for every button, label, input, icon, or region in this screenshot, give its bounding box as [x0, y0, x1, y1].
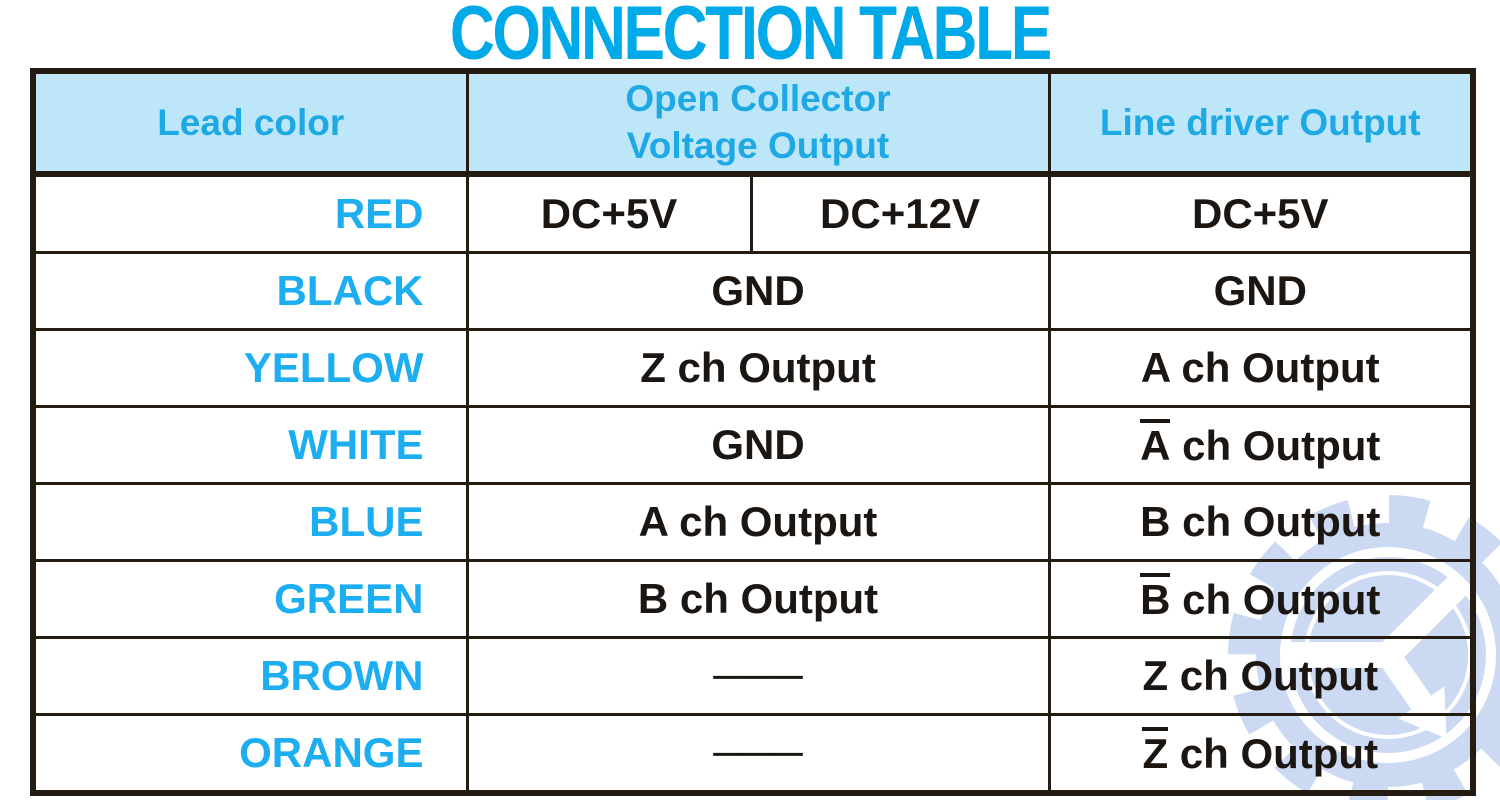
connection-table: Lead color Open Collector Voltage Output…	[30, 68, 1477, 796]
header-open-collector-line1: Open Collector	[625, 78, 891, 119]
header-lead-color-label: Lead color	[157, 101, 345, 143]
cell-yellow-oc: Z ch Output	[465, 327, 1051, 408]
page-title: CONNECTION TABLE	[450, 0, 1052, 76]
cell-green-lead: GREEN	[31, 558, 469, 639]
cell-text: GND	[711, 420, 805, 468]
cell-text: ch Output	[1170, 422, 1381, 470]
cell-black-lead: BLACK	[31, 250, 469, 331]
cell-brown-line-driver: Z ch Output	[1047, 635, 1475, 716]
cell-orange-oc: ───	[465, 712, 1051, 795]
cell-text: Z ch Output	[1142, 651, 1379, 699]
header-row: Lead color Open Collector Voltage Output…	[31, 69, 1475, 177]
cell-text: Z ch Output	[640, 343, 876, 391]
cell-text: ch Output	[1168, 730, 1379, 778]
cell-red-line-driver: DC+5V	[1047, 172, 1475, 254]
cell-white-lead: WHITE	[31, 404, 469, 485]
cell-black-line-driver: GND	[1047, 250, 1475, 331]
cell-black-oc: GND	[465, 250, 1051, 331]
cell-brown-lead: BROWN	[31, 635, 469, 716]
row-yellow: YELLOW Z ch Output A ch Output	[31, 327, 1475, 408]
cell-red-lead: RED	[31, 172, 469, 254]
cell-orange-lead: ORANGE	[31, 712, 469, 795]
cell-text: ch Output	[1170, 576, 1381, 624]
cell-green-line-driver: B ch Output	[1047, 558, 1475, 639]
header-line-driver-label: Line driver Output	[1099, 101, 1421, 143]
cell-red-oc-5v: DC+5V	[465, 172, 753, 254]
cell-text: GND	[711, 266, 805, 314]
cell-text: A ch Output	[1140, 343, 1380, 391]
cell-blue-oc: A ch Output	[465, 481, 1051, 562]
cell-text: B ch Output	[637, 574, 879, 622]
cell-blue-lead: BLUE	[31, 481, 469, 562]
header-open-collector: Open Collector Voltage Output	[465, 69, 1051, 177]
cell-green-oc: B ch Output	[465, 558, 1051, 639]
cell-yellow-line-driver: A ch Output	[1047, 327, 1475, 408]
row-brown: BROWN ─── Z ch Output	[31, 635, 1475, 716]
cell-yellow-lead: YELLOW	[31, 327, 469, 408]
cell-text: ───	[713, 728, 803, 776]
cell-white-oc: GND	[465, 404, 1051, 485]
header-open-collector-line2: Voltage Output	[626, 125, 890, 167]
cell-brown-oc: ───	[465, 635, 1051, 716]
cell-white-line-driver: A ch Output	[1047, 404, 1475, 485]
header-line-driver: Line driver Output	[1047, 69, 1475, 177]
cell-text: GND	[1213, 266, 1307, 314]
cell-text: B ch Output	[1140, 497, 1381, 545]
cell-orange-line-driver: Z ch Output	[1047, 712, 1475, 795]
row-red: RED DC+5V DC+12V DC+5V	[31, 172, 1475, 254]
table-header: Lead color Open Collector Voltage Output…	[31, 69, 1475, 177]
overline: B	[1140, 573, 1171, 621]
page-title-wrap: CONNECTION TABLE	[0, 0, 1500, 72]
cell-blue-line-driver: B ch Output	[1047, 481, 1475, 562]
table-body: RED DC+5V DC+12V DC+5V BLACK GND GND YEL…	[31, 172, 1475, 795]
row-green: GREEN B ch Output B ch Output	[31, 558, 1475, 639]
row-blue: BLUE A ch Output B ch Output	[31, 481, 1475, 562]
cell-text: A ch Output	[638, 497, 878, 545]
row-black: BLACK GND GND	[31, 250, 1475, 331]
overline: Z	[1142, 727, 1169, 775]
cell-text: DC+5V	[1191, 189, 1329, 237]
row-orange: ORANGE ─── Z ch Output	[31, 712, 1475, 795]
cell-red-oc-12v: DC+12V	[749, 172, 1051, 254]
cell-text: ───	[713, 651, 803, 699]
overline: A	[1140, 419, 1171, 467]
row-white: WHITE GND A ch Output	[31, 404, 1475, 485]
header-lead-color: Lead color	[31, 69, 469, 177]
